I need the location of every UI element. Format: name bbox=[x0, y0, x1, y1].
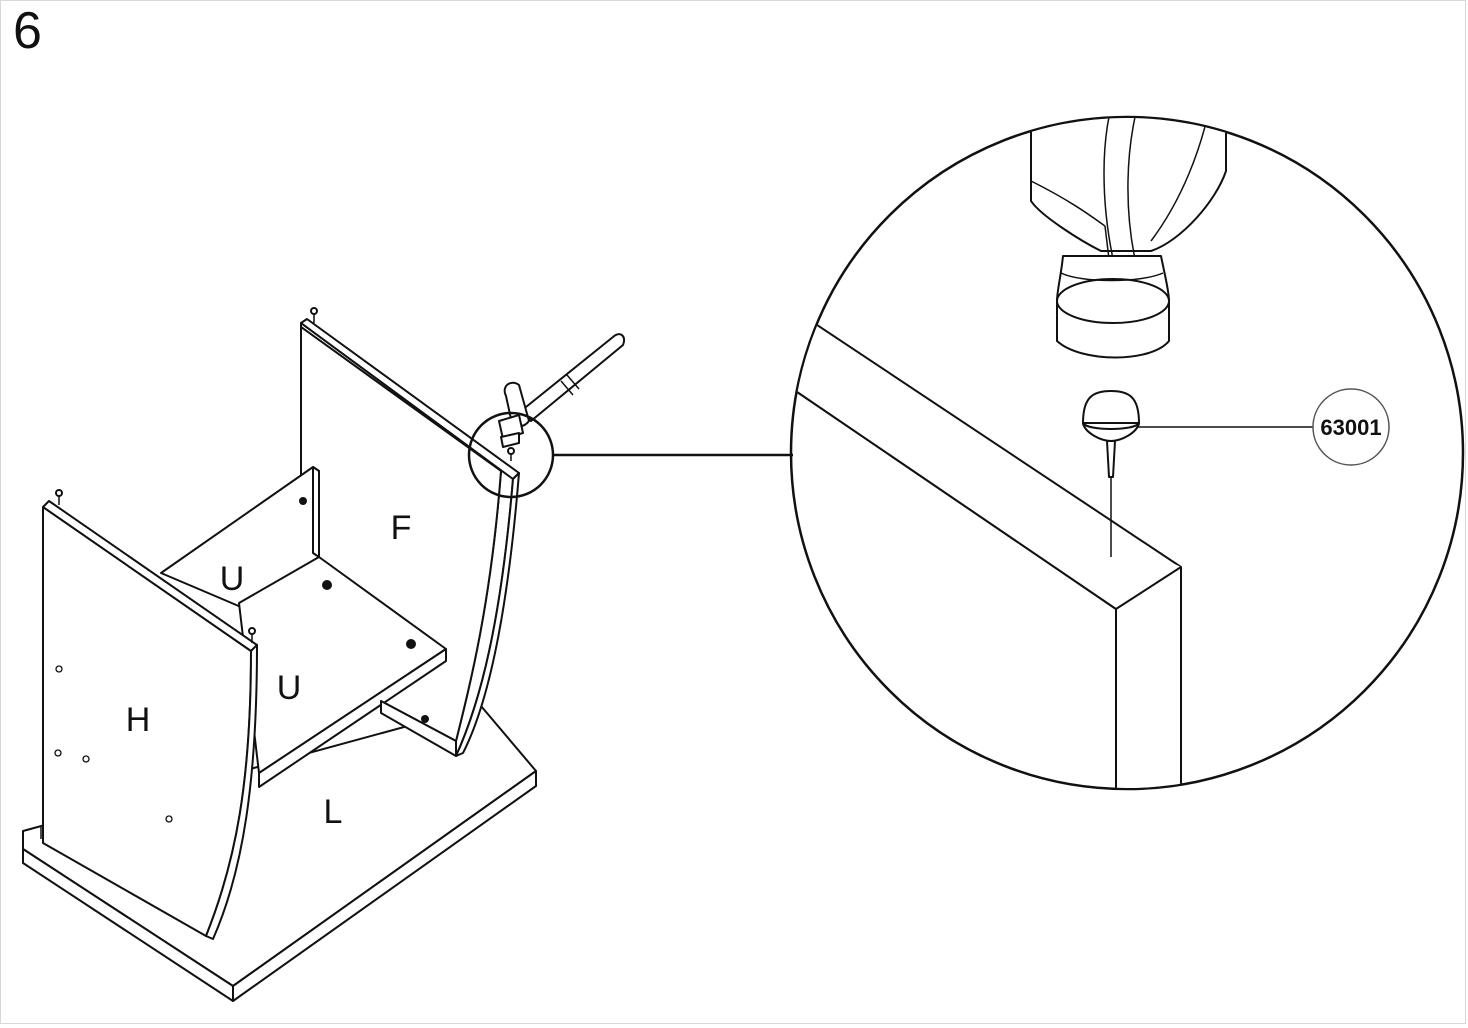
part-label-f: F bbox=[391, 509, 412, 547]
enlarged-detail bbox=[792, 118, 1227, 788]
detail-magnifier-circle bbox=[467, 115, 1465, 791]
nail-icon bbox=[1082, 390, 1140, 557]
part-label-h: H bbox=[126, 701, 151, 739]
shelf-lower-panel bbox=[238, 556, 457, 788]
nail-icon bbox=[55, 307, 515, 643]
shelf-upper-panel bbox=[160, 466, 320, 608]
part-label-u-lower: U bbox=[277, 669, 302, 707]
part-callout: 63001 bbox=[1137, 388, 1390, 466]
part-number-label: 63001 bbox=[1320, 415, 1381, 440]
step-number: 6 bbox=[13, 2, 42, 60]
hammer-icon bbox=[498, 333, 625, 448]
part-label-u-upper: U bbox=[220, 560, 245, 598]
part-label-l: L bbox=[324, 793, 343, 831]
side-panel-h bbox=[42, 500, 258, 940]
base-panel bbox=[22, 705, 537, 1002]
